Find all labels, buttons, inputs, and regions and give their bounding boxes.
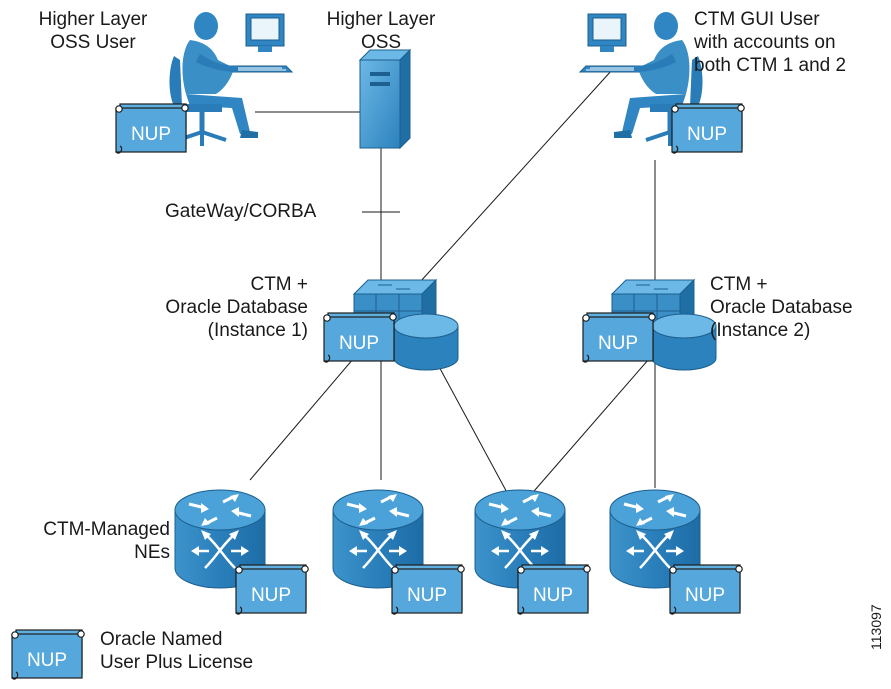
label-line: Oracle Database (710, 297, 853, 318)
ctm-instance-2-label: CTM + Oracle Database (Instance 2) (710, 273, 888, 342)
label-line: both CTM 1 and 2 (694, 55, 847, 76)
label-line: Oracle Named (100, 629, 223, 650)
label-line: NEs (134, 542, 170, 563)
label-line: OSS User (50, 32, 136, 53)
label-line: CTM + (250, 274, 308, 295)
gateway-corba-label: GateWay/CORBA (165, 201, 317, 222)
connection-lines (249, 69, 656, 499)
nup-badge-text: NUP (533, 585, 573, 606)
figure-id: 113097 (868, 604, 884, 650)
nup-badge: NUP (669, 564, 743, 615)
higher-layer-oss-label: Higher Layer OSS (306, 8, 456, 54)
nup-badge: NUP (671, 103, 745, 154)
nup-badge: NUP (582, 312, 656, 363)
nup-badge-text: NUP (339, 333, 379, 354)
ctm1-to-ne1-line (249, 344, 366, 481)
label-line: Oracle Database (165, 297, 308, 318)
nup-badge: NUP (115, 103, 189, 154)
label-line: Higher Layer (38, 9, 148, 30)
label-line: (Instance 1) (207, 320, 308, 341)
label-line: OSS (360, 32, 402, 53)
label-line: with accounts on (694, 32, 836, 53)
label-line: (Instance 2) (710, 320, 811, 341)
label-line: Higher Layer (326, 9, 436, 30)
legend-label: Oracle Named User Plus License (100, 628, 320, 674)
nup-badge: NUP (517, 564, 591, 615)
label-line: CTM-Managed (43, 519, 170, 540)
nup-badge-text: NUP (131, 124, 171, 145)
legend-nup-badge-text: NUP (27, 650, 67, 671)
label-line: CTM + (710, 274, 768, 295)
nup-badge-text: NUP (685, 585, 725, 606)
gui-user-to-ctm1-line (419, 69, 613, 283)
ctm-gui-user-label: CTM GUI User with accounts on both CTM 1… (694, 8, 884, 77)
nup-badge-text: NUP (598, 333, 638, 354)
label-line: User Plus License (100, 652, 254, 673)
label-line: CTM GUI User (694, 9, 820, 30)
legend-nup-badge: NUP (11, 629, 85, 680)
nup-badge: NUP (391, 564, 465, 615)
nup-badge-text: NUP (407, 585, 447, 606)
nup-badge-text: NUP (687, 124, 727, 145)
ctm-instance-1-label: CTM + Oracle Database (Instance 1) (120, 273, 308, 342)
nup-badge: NUP (235, 564, 309, 615)
higher-layer-oss-user-label: Higher Layer OSS User (20, 8, 166, 54)
ctm1-to-ne3-line (429, 349, 511, 499)
oss-server-icon (358, 48, 412, 150)
nup-badge-text: NUP (251, 585, 291, 606)
ctm-managed-nes-label: CTM-Managed NEs (10, 518, 170, 564)
oss-user-person-icon (170, 12, 293, 146)
ctm2-to-ne3-line (527, 351, 656, 499)
nup-badge: NUP (323, 312, 397, 363)
